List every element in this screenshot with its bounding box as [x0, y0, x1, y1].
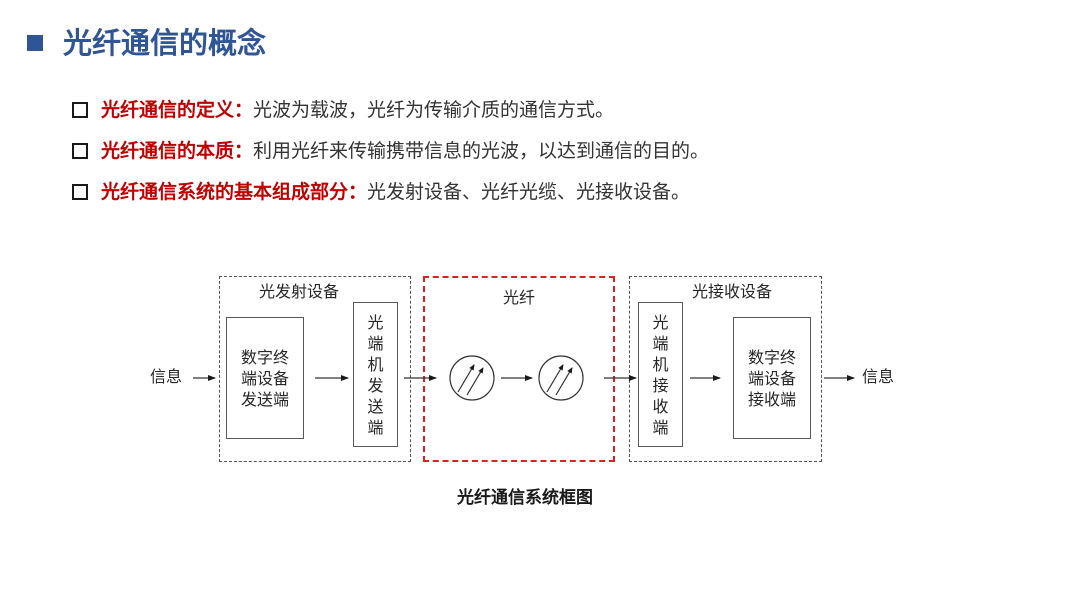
bullet-text: 光波为载波，光纤为传输介质的通信方式。: [253, 99, 615, 121]
hollow-square-bullet-icon: [72, 143, 88, 159]
optical-transmitter-block: 光端机发送端: [353, 302, 398, 447]
transmitter-group: [219, 276, 411, 462]
diagram-caption: 光纤通信系统框图: [457, 488, 593, 508]
bullet-item-components: 光纤通信系统的基本组成部分： 光发射设备、光纤光缆、光接收设备。: [72, 177, 690, 207]
optical-receiver-block: 光端机接收端: [638, 302, 683, 447]
bullet-text: 利用光纤来传输携带信息的光波，以达到通信的目的。: [253, 140, 710, 162]
input-info-label: 信息: [150, 367, 183, 386]
bullet-text: 光发射设备、光纤光缆、光接收设备。: [367, 181, 691, 203]
page-title: 光纤通信的概念: [63, 26, 267, 60]
hollow-square-bullet-icon: [72, 102, 88, 118]
output-info-label: 信息: [862, 367, 895, 386]
digital-terminal-receive-block: 数字终端设备接收端: [733, 317, 811, 439]
receiver-group: [629, 276, 822, 462]
digital-terminal-transmit-block: 数字终端设备发送端: [226, 317, 304, 439]
block-label: 光端机发送端: [367, 312, 384, 437]
block-label: 数字终端设备发送端: [240, 347, 289, 409]
block-label: 数字终端设备接收端: [747, 347, 796, 409]
fiber-group-label: 光纤: [502, 288, 535, 307]
block-label: 光端机接收端: [652, 312, 669, 437]
fiber-group: [423, 276, 615, 462]
title-bullet-icon: [27, 35, 43, 51]
bullet-item-essence: 光纤通信的本质： 利用光纤来传输携带信息的光波，以达到通信的目的。: [72, 136, 709, 166]
hollow-square-bullet-icon: [72, 184, 88, 200]
bullet-term: 光纤通信系统的基本组成部分：: [101, 181, 368, 203]
transmitter-group-label: 光发射设备: [258, 282, 339, 301]
receiver-group-label: 光接收设备: [691, 282, 772, 301]
bullet-term: 光纤通信的定义：: [101, 99, 254, 121]
bullet-term: 光纤通信的本质：: [101, 140, 254, 162]
bullet-item-definition: 光纤通信的定义： 光波为载波，光纤为传输介质的通信方式。: [72, 95, 614, 125]
